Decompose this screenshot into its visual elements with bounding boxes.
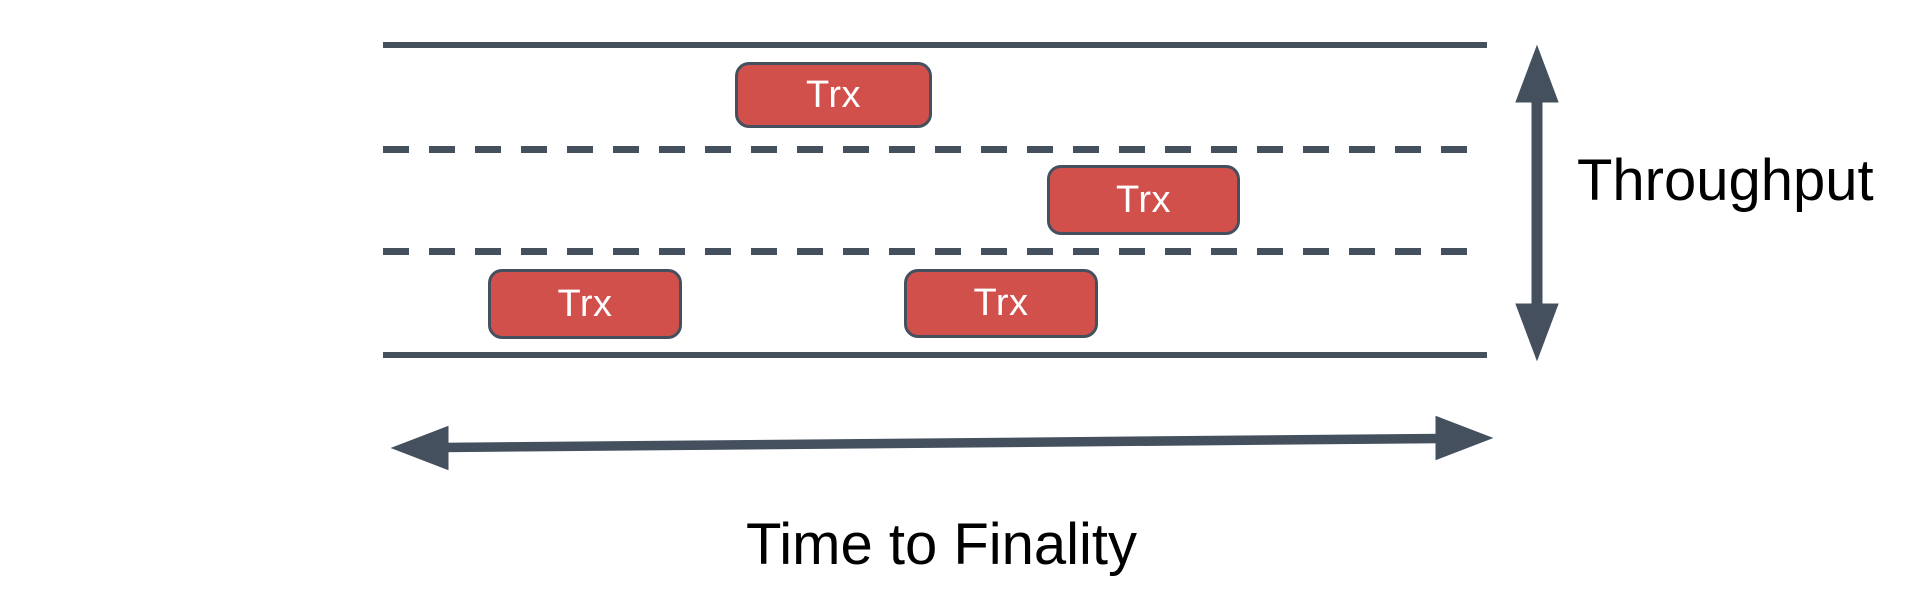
trx-box-label: Trx [806,73,861,116]
trx-box-label: Trx [557,282,613,325]
lane-boundary-top-line [383,42,1487,48]
throughput-axis-label: Throughput [1577,148,1874,213]
time-to-finality-axis-label: Time to Finality [746,512,1138,577]
throughput-double-arrow-icon [1515,44,1559,362]
trx-box-middle-lane: Trx [1047,165,1240,235]
trx-box-bottom-lane-right: Trx [904,269,1098,338]
time-to-finality-double-arrow-icon [390,415,1494,471]
lane-divider-dashed-2 [383,248,1487,255]
trx-box-label: Trx [973,282,1029,324]
trx-box-bottom-lane-left: Trx [488,269,682,339]
lane-divider-dashed-1 [383,146,1487,153]
trx-box-label: Trx [1116,178,1171,221]
trx-box-top-lane: Trx [735,62,932,128]
lane-boundary-bottom-line [383,352,1487,358]
